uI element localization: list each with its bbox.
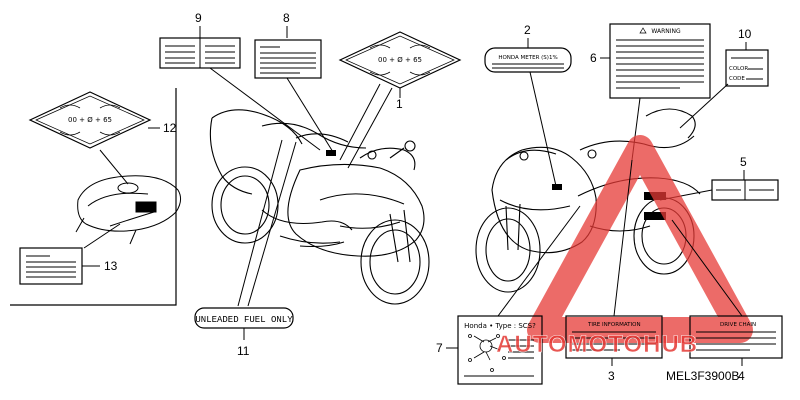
color-label: COLOR	[729, 66, 748, 72]
warning-text: WARNING	[651, 28, 681, 35]
drive-chain-text: DRIVE CHAIN	[720, 322, 756, 328]
label-11-plate: UNLEADED FUEL ONLY	[194, 307, 294, 329]
callout-4: 4	[738, 369, 745, 383]
label-3-plate: TIRE INFORMATION	[565, 315, 663, 359]
inset-bracket	[10, 88, 177, 306]
motorcycle-left-drawing	[209, 109, 430, 305]
label-1-diamond: 00 + Ø + 65	[338, 31, 462, 89]
diamond-12-text: 00 + Ø + 65	[68, 116, 112, 124]
callout-7: 7	[436, 341, 443, 355]
right-bike-label-mark	[552, 184, 562, 190]
label-9-plate	[159, 37, 241, 69]
warning-triangle-icon	[639, 27, 647, 34]
callout-13: 13	[104, 259, 118, 273]
fuel-tank-drawing	[75, 175, 182, 245]
callout-3: 3	[608, 369, 615, 383]
label-7-plate: Honda • Type : SCS?	[457, 315, 543, 385]
watermark-text: AUTOMOTOHUB	[496, 331, 698, 359]
diamond-1-text: 00 + Ø + 65	[378, 56, 422, 64]
code-label: CODE	[729, 76, 745, 82]
callout-12: 12	[163, 121, 177, 135]
callout-1: 1	[396, 97, 403, 111]
label-5-plate	[711, 179, 779, 201]
label-4-plate: DRIVE CHAIN	[689, 315, 783, 359]
label-8-plate	[254, 39, 322, 79]
unleaded-fuel-text: UNLEADED FUEL ONLY	[195, 315, 293, 325]
tire-information-text: TIRE INFORMATION	[587, 322, 641, 328]
model-type-text: Honda • Type : SCS?	[464, 322, 536, 330]
callout-6: 6	[590, 51, 597, 65]
label-13-plate	[19, 247, 83, 285]
callout-8: 8	[283, 11, 290, 25]
label-2-plate: HONDA METER (S)1%	[484, 47, 572, 73]
label-6-warning-plate: WARNING	[609, 23, 711, 99]
part-code: MEL3F3900B	[666, 369, 739, 383]
watermark-brand-text: AUTOMOTOHUB	[496, 331, 698, 358]
left-bike-label-mark	[326, 150, 336, 156]
watermark-triangle	[527, 135, 753, 343]
callout-5: 5	[740, 155, 747, 169]
label-12-diamond: 00 + Ø + 65	[28, 91, 152, 149]
callout-10: 10	[738, 27, 752, 41]
callout-11: 11	[237, 344, 250, 358]
callout-2: 2	[524, 23, 531, 37]
callout-9: 9	[195, 11, 202, 25]
honda-meter-text: HONDA METER (S)1%	[498, 55, 557, 61]
label-10-plate: COLOR CODE	[725, 49, 769, 87]
